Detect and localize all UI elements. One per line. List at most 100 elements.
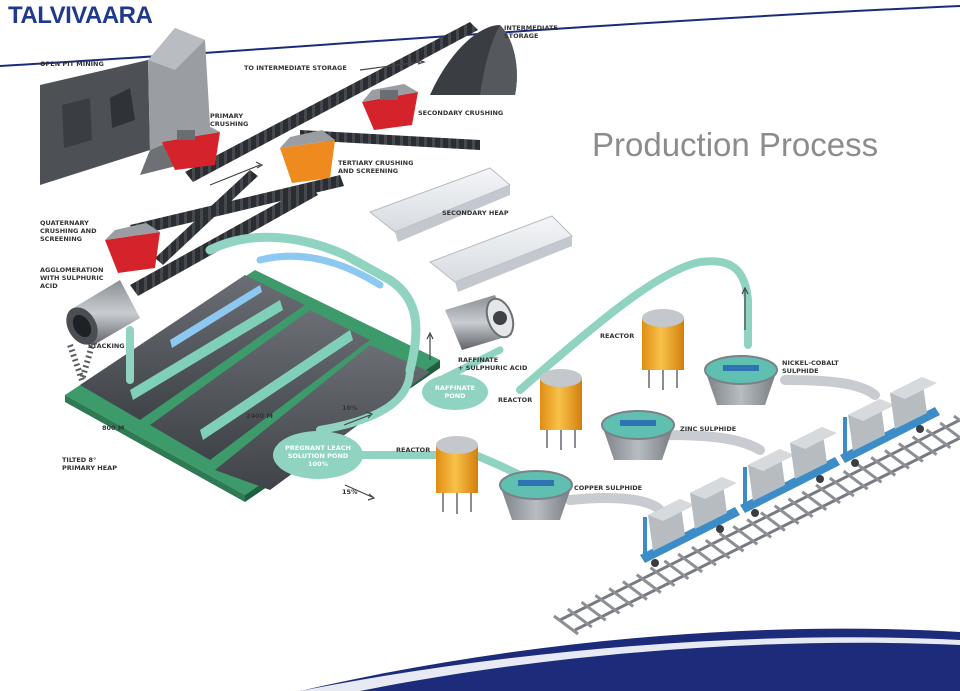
- label-reactor-2: REACTOR: [498, 396, 532, 404]
- footer-swoosh: [300, 628, 960, 691]
- railway-tie: [939, 421, 960, 440]
- railway-tie: [608, 587, 635, 608]
- railcar-pair: [640, 477, 740, 567]
- railway-tie: [566, 607, 593, 629]
- label-to-intermediate-storage: TO INTERMEDIATE STORAGE: [244, 64, 347, 72]
- quaternary-crusher: [105, 223, 160, 273]
- label-dim-800: 800 M: [102, 424, 124, 432]
- railway-tie: [870, 456, 897, 477]
- railcar-part: [740, 457, 840, 513]
- label-pct-10: 10%: [342, 404, 358, 412]
- label-open-pit-mining: OPEN PIT MINING: [40, 60, 104, 68]
- open-pit-mine: [40, 28, 210, 185]
- railway-tie: [773, 504, 800, 525]
- settling-tank-copper: [499, 470, 573, 520]
- label-reactor-1: REACTOR: [396, 446, 430, 454]
- settling-tank-zinc: [601, 410, 675, 460]
- reactor-2: [540, 369, 582, 450]
- railway-tie: [663, 559, 690, 581]
- railway-tie: [815, 483, 841, 505]
- railcar-pair: [840, 377, 940, 467]
- page-title: Production Process: [592, 126, 879, 163]
- railway-tie: [801, 490, 828, 512]
- railway-tie: [732, 525, 759, 546]
- railway-tie: [553, 614, 579, 636]
- railway-tie: [884, 449, 910, 470]
- footer-swoosh-light: [300, 637, 960, 691]
- railway-tie: [897, 442, 924, 463]
- raffinate-pond: [422, 374, 488, 410]
- talvivaara-logo: TALVIVAARA: [8, 2, 153, 29]
- label-reactor-3: REACTOR: [600, 332, 634, 340]
- agglomeration-drum: [66, 280, 140, 391]
- railway-tie: [635, 573, 662, 594]
- railway-tie: [704, 538, 731, 560]
- label-secondary-crushing: SECONDARY CRUSHING: [418, 109, 503, 117]
- raffinate-drum: [445, 295, 515, 350]
- railway-tie: [925, 428, 952, 449]
- railway-tie: [649, 566, 676, 587]
- secondary-crusher: [362, 84, 418, 130]
- railway-tie: [842, 469, 869, 491]
- label-pct-15: 15%: [342, 488, 358, 496]
- railway-tie: [787, 497, 814, 518]
- intermediate-storage-pile: [430, 25, 517, 95]
- railway-tie: [594, 594, 621, 615]
- header-rule: [0, 5, 960, 67]
- railcar-part: [790, 427, 837, 449]
- railcar-wheel: [816, 475, 824, 483]
- railcar-wheel: [716, 525, 724, 533]
- railway-tie: [856, 463, 883, 484]
- railcar-part: [640, 507, 740, 563]
- railway-tie: [677, 552, 704, 574]
- railway-tie: [691, 545, 717, 567]
- railcar-wheel: [851, 459, 859, 467]
- railway-tie: [911, 435, 938, 456]
- reactor-3: [642, 309, 684, 390]
- label-raffinate-acid: RAFFINATE+ SULPHURIC ACID: [458, 356, 528, 372]
- ponds: [273, 374, 488, 479]
- secondary-heap: [368, 167, 573, 292]
- railway-tie: [622, 580, 648, 601]
- railcar-wheel: [916, 425, 924, 433]
- railcar-part: [848, 399, 895, 421]
- railcars: [640, 377, 940, 567]
- railway-track: [553, 414, 960, 636]
- tertiary-crusher: [280, 130, 335, 183]
- railway-tie: [580, 601, 607, 622]
- primary-heap: [65, 270, 440, 502]
- railway-tie: [746, 518, 773, 539]
- reactor-1: [436, 436, 478, 514]
- railway-tie: [953, 414, 960, 423]
- railway-tie: [759, 511, 786, 532]
- railcar-wheel: [651, 559, 659, 567]
- pregnant-leach-pond: [273, 431, 363, 479]
- railcar-part: [690, 477, 737, 499]
- label-dim-2400: 2400 M: [246, 412, 273, 420]
- pipes: [126, 232, 880, 515]
- railcar-part: [840, 407, 940, 463]
- label-stacking: STACKING: [88, 342, 125, 350]
- label-copper-sulphide: COPPER SULPHIDE: [574, 484, 642, 492]
- label-secondary-heap: SECONDARY HEAP: [442, 209, 509, 217]
- railcar-pair: [740, 427, 840, 517]
- settling-tank-nickel: [704, 355, 778, 405]
- label-tilted-heap: TILTED 8°PRIMARY HEAP: [62, 456, 117, 472]
- flow-arrows: [209, 59, 749, 501]
- railcar-wheel: [751, 509, 759, 517]
- railway-tie: [828, 476, 855, 498]
- primary-crusher: [162, 124, 220, 170]
- railcar-part: [890, 377, 937, 399]
- railcar-part: [748, 449, 795, 471]
- railcar-part: [648, 499, 695, 521]
